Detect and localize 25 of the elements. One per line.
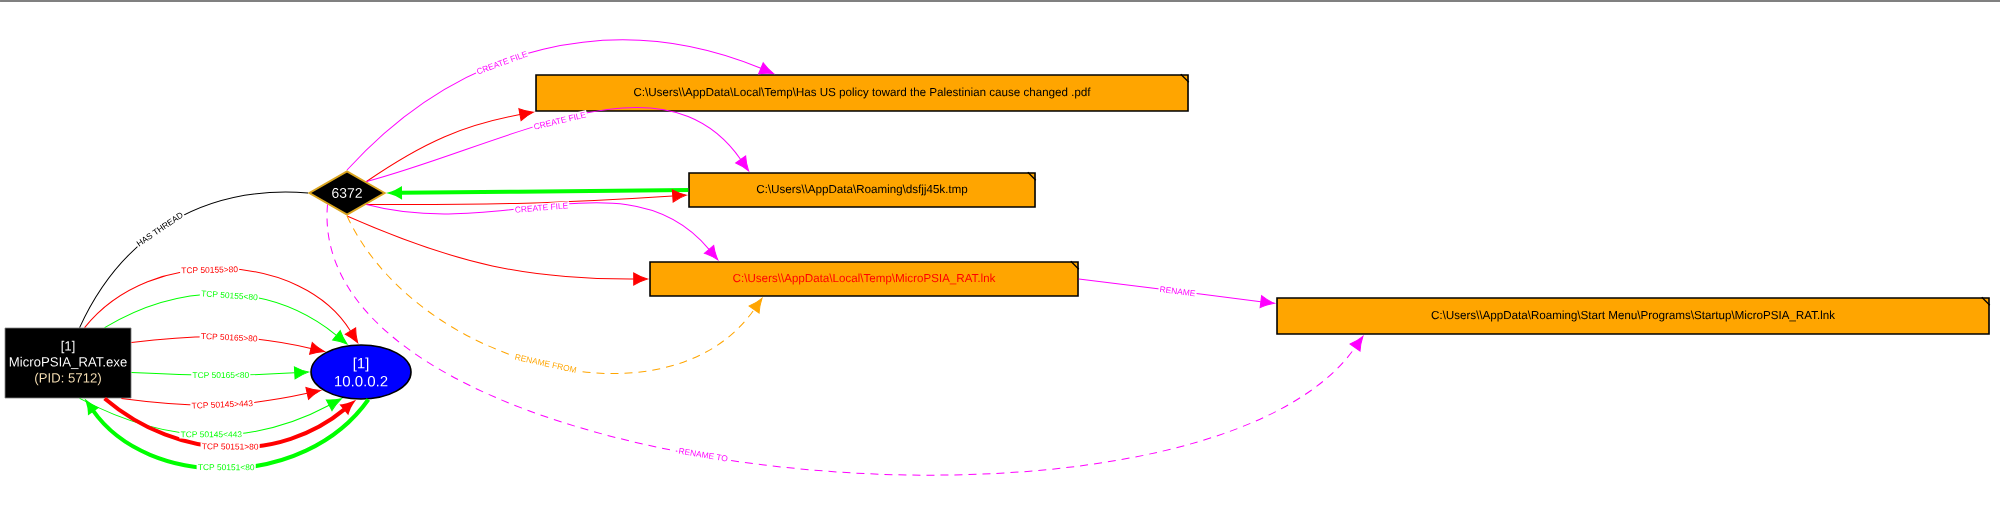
arrow [366, 108, 534, 182]
arrow [346, 39, 775, 171]
arrow [346, 215, 763, 374]
arrow [366, 189, 687, 206]
edge-label: RENAME TO [676, 446, 730, 464]
edge-label: TCP 50155>80 [180, 265, 240, 275]
file-note: C:\Users\\AppData\Roaming\dsfjj45k.tmp [688, 171, 1037, 208]
edge-label: TCP 50145>443 [190, 398, 255, 410]
file-note: C:\Users\\AppData\Local\Temp\MicroPSIA_RAT.lnk [649, 260, 1080, 297]
arrow [366, 107, 750, 182]
arrow [327, 204, 1364, 476]
edge-label: CREATE FILE [531, 110, 588, 132]
file-note: C:\Users\\AppData\Roaming\Start Menu\Programs\Startup\MicroPSIA_RAT.lnk [1276, 296, 1991, 335]
edge-label: TCP 50145<443 [179, 430, 244, 439]
edge-label: TCP 50151>80 [200, 442, 260, 451]
edge-label: TCP 50165<80 [191, 370, 251, 380]
edge-label: TCP 50151<80 [196, 462, 256, 472]
edge-label: TCP 50165>80 [199, 331, 259, 343]
edge-label: RENAME FROM [512, 352, 579, 375]
edge-label: CREATE FILE [513, 201, 570, 215]
edge-label: TCP 50155<80 [199, 289, 260, 302]
edge-label: RENAME [1158, 284, 1198, 298]
file-note: C:\Users\\AppData\Local\Temp\Has US policy toward the Palestinian cause changed .pdf [535, 73, 1190, 112]
arrow [346, 215, 648, 286]
process-box: [1] MicroPSIA_RAT.exe (PID: 5712) [4, 327, 132, 399]
